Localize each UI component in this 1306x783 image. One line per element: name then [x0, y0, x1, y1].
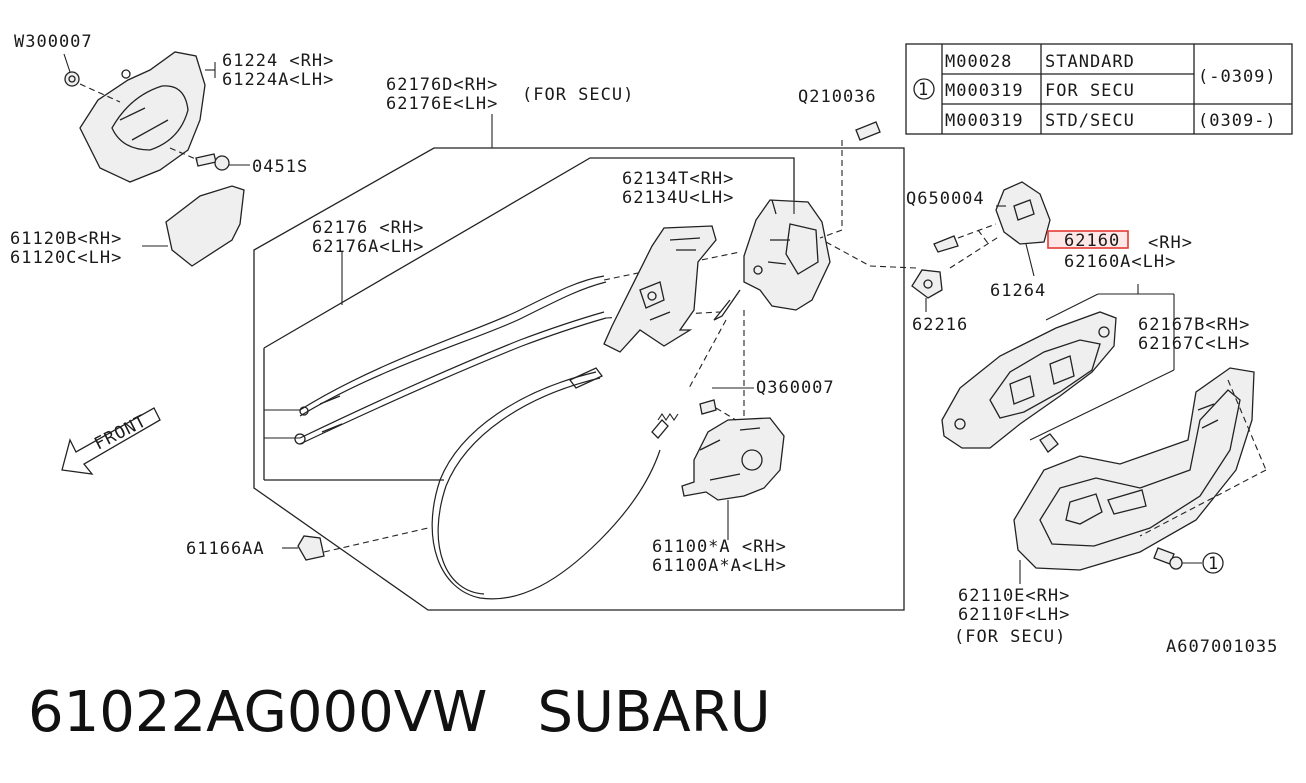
clip-61166aa: [282, 527, 429, 561]
table-row-1-code: M00028: [945, 52, 1012, 72]
label-61120c: 61120C<LH>: [10, 248, 122, 268]
label-62110e: 62110E<RH>: [958, 586, 1070, 606]
inner-handle-assembly: [63, 51, 250, 183]
screw-q210036: [819, 121, 881, 239]
label-62176a: 62176A<LH>: [312, 237, 424, 257]
label-w300007: W300007: [14, 32, 93, 52]
label-62110f: 62110F<LH>: [958, 605, 1070, 625]
label-61100aa: 61100A*A<LH>: [652, 556, 787, 576]
trim-cover: [142, 185, 245, 267]
label-front: FRONT: [91, 411, 150, 454]
label-61166aa: 61166AA: [186, 539, 265, 559]
label-62167b: 62167B<RH>: [1138, 315, 1250, 335]
screw-0451s-icon: [214, 155, 230, 171]
table-row-3-desc: STD/SECU: [1045, 111, 1135, 131]
footer-caption: 61022AG000VW SUBARU: [28, 680, 771, 760]
table-row-2-code: M000319: [945, 81, 1024, 101]
screw-q650004-icon: [933, 235, 959, 253]
label-62160a: 62160A<LH>: [1064, 252, 1176, 272]
drawing-id: A607001035: [1166, 637, 1278, 657]
label-q210036: Q210036: [798, 87, 877, 107]
reference-table: 1 M00028 STANDARD M000319 FOR SECU M0003…: [905, 43, 1293, 135]
label-q360007: Q360007: [756, 378, 835, 398]
brand-name: SUBARU: [537, 680, 771, 745]
highlight-box-62160: [1047, 230, 1129, 249]
table-range-2: (0309-): [1198, 111, 1277, 131]
label-62167c: 62167C<LH>: [1138, 334, 1250, 354]
label-62160-rh: <RH>: [1148, 233, 1193, 253]
w300007-nut-icon: [64, 71, 80, 87]
label-62176d: 62176D<RH>: [386, 75, 498, 95]
part-number: 61022AG000VW: [28, 680, 488, 745]
table-circle-number: 1: [918, 80, 929, 100]
front-direction-arrow: FRONT: [61, 407, 161, 475]
table-row-1-desc: STANDARD: [1045, 52, 1135, 72]
label-62134t: 62134T<RH>: [622, 169, 734, 189]
label-q650004: Q650004: [906, 189, 985, 209]
label-61264: 61264: [990, 281, 1046, 301]
label-62216: 62216: [912, 315, 968, 335]
main-assembly-frame: [253, 114, 905, 611]
screw-q210036-icon: [855, 121, 881, 141]
label-61120b: 61120B<RH>: [10, 229, 122, 249]
handle-bracket: [825, 181, 1051, 312]
screw-q360007-icon: [699, 399, 717, 415]
grommet-62216-icon: [911, 269, 943, 299]
label-61224a: 61224A<LH>: [222, 70, 334, 90]
outer-door-handle: [1013, 367, 1267, 584]
label-62134u: 62134U<LH>: [622, 188, 734, 208]
label-for-secu-bottom: (FOR SECU): [954, 627, 1066, 647]
label-circle-1: 1: [1208, 554, 1219, 574]
label-0451s: 0451S: [252, 157, 308, 177]
label-61100a: 61100*A <RH>: [652, 537, 787, 557]
label-for-secu-top: (FOR SECU): [522, 85, 634, 105]
circle-ref-icon: [913, 78, 935, 100]
lock-actuator: [681, 310, 785, 540]
lock-cables: [294, 251, 741, 600]
label-62176: 62176 <RH>: [312, 218, 424, 238]
table-row-2-desc: FOR SECU: [1045, 81, 1135, 101]
label-62160: 62160: [1064, 231, 1120, 251]
door-lock-body: [603, 199, 831, 353]
outer-handle-frame: [941, 284, 1175, 453]
label-62176e: 62176E<LH>: [386, 94, 498, 114]
table-range-1: (-0309): [1198, 67, 1277, 87]
label-61224: 61224 <RH>: [222, 51, 334, 71]
front-arrow-icon: [61, 407, 161, 475]
circle-ref-1-icon: [1202, 552, 1224, 574]
table-row-3-code: M000319: [945, 111, 1024, 131]
clip-icon: [297, 535, 325, 561]
